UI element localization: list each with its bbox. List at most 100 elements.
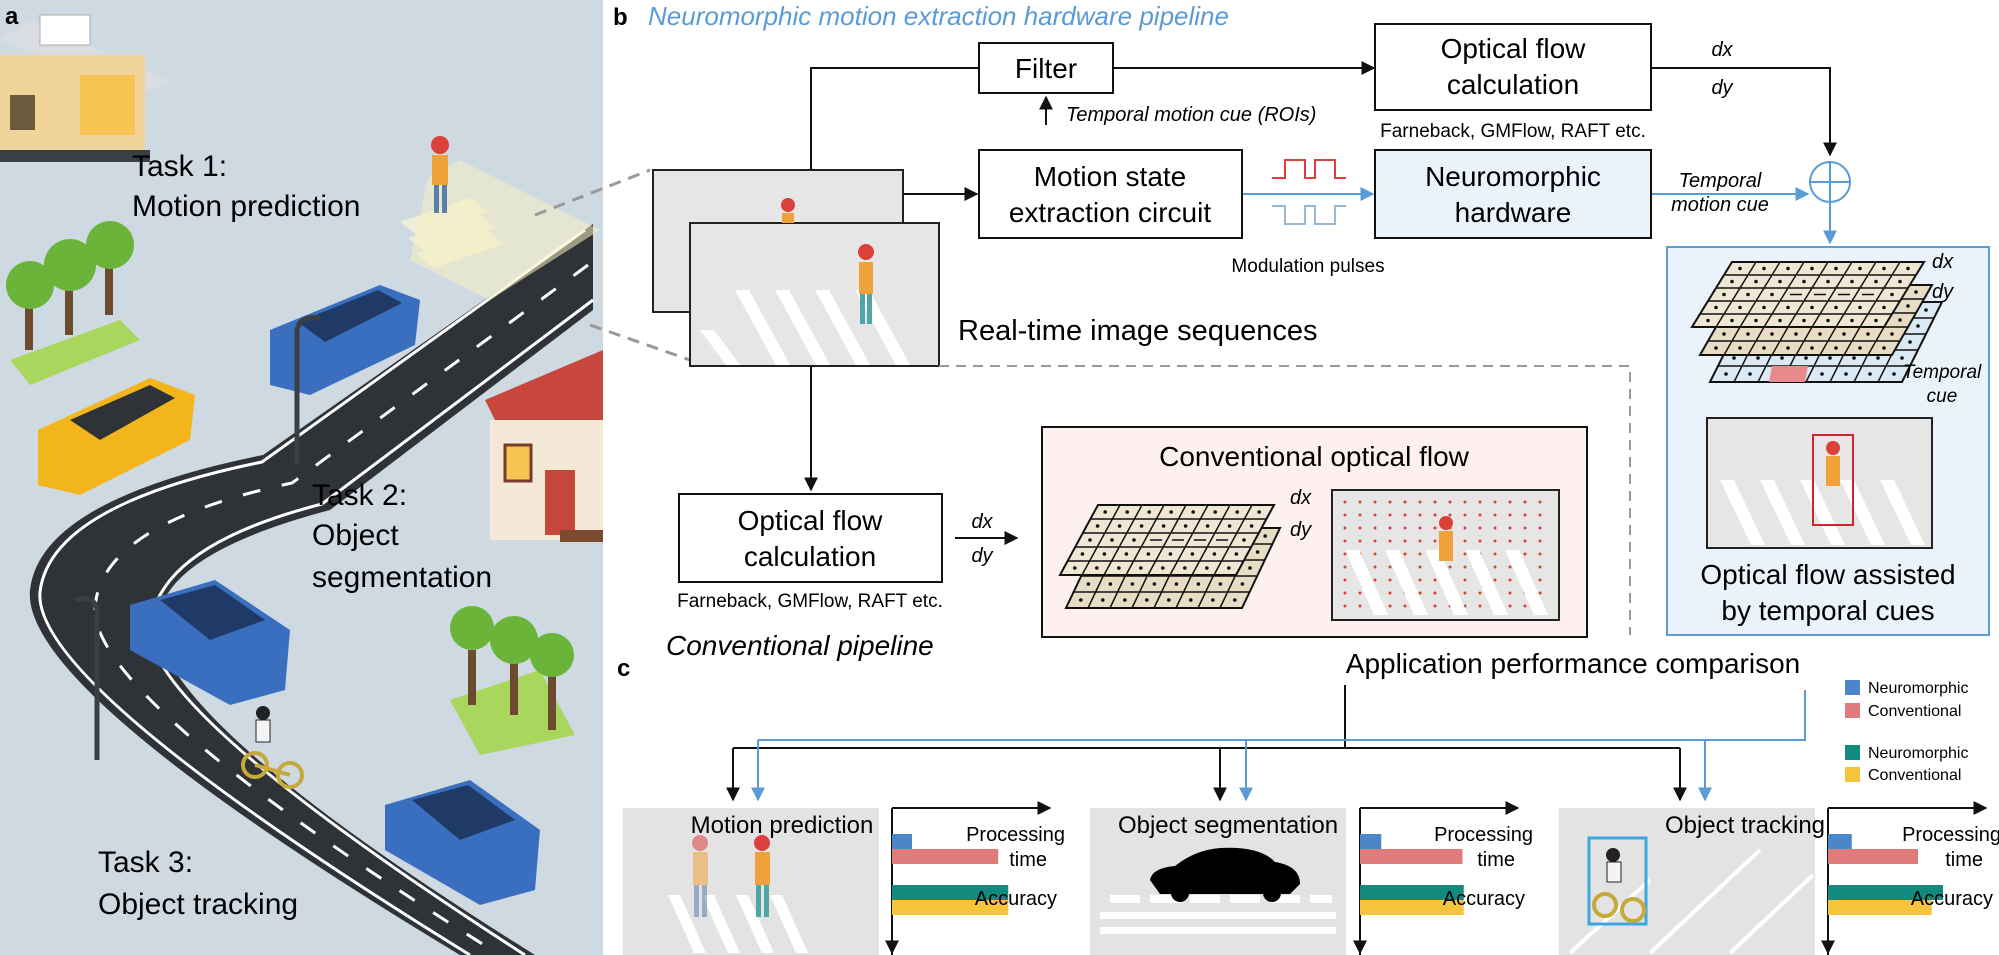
flow-dot: [1418, 526, 1422, 530]
legend-acc-neuro: Neuromorphic: [1868, 745, 1968, 762]
bar-time-conv: [1828, 849, 1918, 864]
optical-flow-bottom-title-2: calculation: [744, 541, 876, 572]
flow-dot: [1523, 500, 1527, 504]
sum-node-icon: [1809, 161, 1851, 203]
flow-dot: [1463, 526, 1467, 530]
flow-dot: [1358, 513, 1362, 517]
flow-dot: [1508, 591, 1512, 595]
flow-dot: [1403, 604, 1407, 608]
temporal-cue-region: [1769, 366, 1808, 382]
neuromorphic-hardware-title: Neuromorphic: [1425, 161, 1601, 192]
optical-flow-bottom-methods: Farneback, GMFlow, RAFT etc.: [677, 591, 943, 612]
roi-cue-label: Temporal motion cue (ROIs): [1066, 104, 1316, 126]
optical-flow-top-title: Optical flow: [1441, 33, 1586, 64]
flow-dot: [1388, 500, 1392, 504]
panel-a-illustration: a Task 1: Motion prediction Task 2: Obje…: [0, 0, 603, 955]
task3-desc: Object tracking: [98, 888, 298, 921]
app-name-segmentation: Object segmentation: [1118, 812, 1338, 839]
flow-dot: [1523, 539, 1527, 543]
car-icon: [270, 285, 420, 395]
legend-acc-conv: Conventional: [1868, 767, 1961, 784]
flow-dot: [1433, 539, 1437, 543]
filter-label: Filter: [1015, 53, 1077, 84]
streetlight-icon: [74, 315, 321, 760]
flow-dot: [1373, 539, 1377, 543]
app-thumbnail-motion: [623, 808, 879, 955]
label-processing: Processing: [1902, 824, 1999, 846]
flow-dot: [1493, 513, 1497, 517]
legend-swatch-acc-conv: [1845, 767, 1860, 782]
optical-flow-box-top: [1374, 23, 1652, 111]
flow-dot: [1343, 604, 1347, 608]
flow-dot: [1463, 500, 1467, 504]
flow-dot: [1508, 604, 1512, 608]
flow-dot: [1433, 604, 1437, 608]
modulation-pulses-icon: [1272, 159, 1346, 225]
legend: Neuromorphic Conventional Neuromorphic C…: [1845, 680, 1968, 784]
label-time: time: [1945, 849, 1983, 871]
task2-desc-2: segmentation: [312, 561, 492, 594]
label-time: time: [1477, 849, 1515, 871]
flow-dot: [1418, 591, 1422, 595]
flow-dot: [1373, 513, 1377, 517]
conventional-flow-title: Conventional optical flow: [1159, 441, 1470, 472]
motion-state-box: [978, 149, 1243, 239]
flow-dot: [1523, 513, 1527, 517]
assisted-title-1: Optical flow assisted: [1700, 559, 1955, 590]
bar-time-conv: [1360, 849, 1463, 864]
flow-dot: [1448, 513, 1452, 517]
pedestrian-icon: [431, 136, 449, 213]
flow-dot: [1478, 539, 1482, 543]
flow-dot: [1463, 539, 1467, 543]
label-time: time: [1009, 849, 1047, 871]
pedestrian-icon: [692, 835, 708, 917]
flow-dot: [1418, 565, 1422, 569]
flow-dot: [1493, 539, 1497, 543]
label-accuracy: Accuracy: [975, 888, 1057, 910]
bar-time-neuro: [1360, 834, 1382, 849]
car-icon: [38, 378, 195, 495]
flow-dot: [1463, 552, 1467, 556]
dy-label-top: dy: [1711, 77, 1733, 99]
motion-state-title-2: extraction circuit: [1009, 197, 1212, 228]
flow-dot: [1358, 591, 1362, 595]
flow-dot: [1358, 604, 1362, 608]
flow-dot: [1418, 539, 1422, 543]
flow-dot: [1508, 578, 1512, 582]
label-accuracy: Accuracy: [1911, 888, 1993, 910]
flow-dot: [1538, 500, 1542, 504]
tree-icon: [450, 606, 575, 755]
flow-dot: [1433, 591, 1437, 595]
panel-b-label: b: [613, 4, 628, 31]
flow-grid-layer: [1058, 504, 1276, 576]
flow-dot: [1418, 552, 1422, 556]
flow-dot: [1403, 513, 1407, 517]
flow-grid-layer: [1690, 261, 1926, 328]
flow-dot: [1343, 591, 1347, 595]
flow-dot: [1403, 539, 1407, 543]
label-processing: Processing: [1434, 824, 1533, 846]
cyclist-icon: [241, 706, 304, 789]
panel-a-label: a: [5, 3, 19, 30]
flow-dot: [1463, 513, 1467, 517]
dy-label-assisted: dy: [1932, 281, 1954, 303]
flow-dot: [1478, 591, 1482, 595]
image-sequence: [652, 169, 940, 367]
flow-dot: [1343, 500, 1347, 504]
flow-dot: [1523, 526, 1527, 530]
panel-b-title: Neuromorphic motion extraction hardware …: [648, 1, 1229, 31]
bar-acc-neuro: [1828, 885, 1943, 900]
temporal-cue-1: Temporal: [1903, 362, 1982, 383]
flow-dot: [1433, 526, 1437, 530]
legend-time-neuro: Neuromorphic: [1868, 680, 1968, 697]
flow-dot: [1343, 552, 1347, 556]
assisted-title-2: by temporal cues: [1721, 595, 1934, 626]
flow-dot: [1418, 500, 1422, 504]
legend-time-conv: Conventional: [1868, 703, 1961, 720]
dx-label-bottom: dx: [971, 511, 993, 533]
flow-dot: [1373, 552, 1377, 556]
optical-flow-box-bottom: [678, 493, 943, 583]
task2-label: Task 2:: [312, 479, 407, 512]
